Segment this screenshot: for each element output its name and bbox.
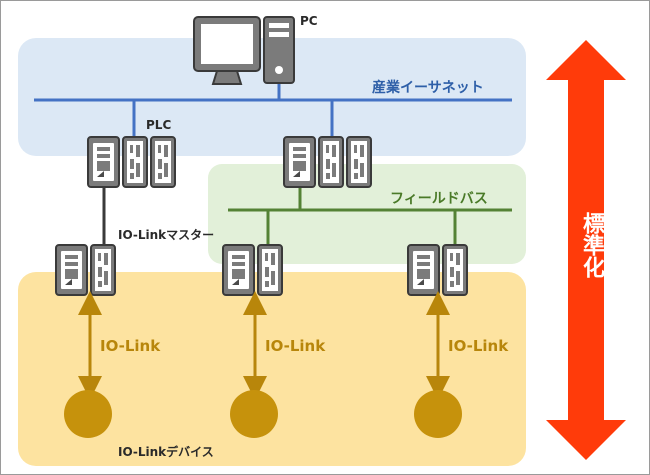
pc-label: PC: [300, 14, 318, 28]
iolink-label-2: IO-Link: [265, 337, 326, 355]
plc-label: PLC: [146, 118, 172, 132]
fieldbus-label: フィールドバス: [390, 191, 488, 207]
iolink-device-1: [64, 390, 112, 438]
iolink-device-label: IO-Linkデバイス: [118, 445, 214, 459]
iolink-master-1-icon: [55, 244, 116, 296]
iolink-device-3: [414, 390, 462, 438]
iolink-master-3-icon: [407, 244, 468, 296]
iolink-zone: [18, 272, 526, 466]
iolink-master-label: IO-Linkマスター: [118, 228, 215, 242]
iolink-device-2: [230, 390, 278, 438]
iolink-master-2-icon: [222, 244, 283, 296]
plc-2-icon: [283, 136, 372, 188]
fieldbus-zone: [208, 164, 526, 264]
iolink-label-3: IO-Link: [448, 337, 509, 355]
standardization-arrow: [546, 40, 626, 460]
iolink-label-1: IO-Link: [100, 337, 161, 355]
plc-1-icon: [87, 136, 176, 188]
pc-icon: [193, 16, 295, 85]
industrial-ethernet-label: 産業イーサネット: [372, 80, 484, 96]
standardization-label: 標準化: [579, 212, 604, 278]
ethernet-zone: [18, 38, 526, 156]
